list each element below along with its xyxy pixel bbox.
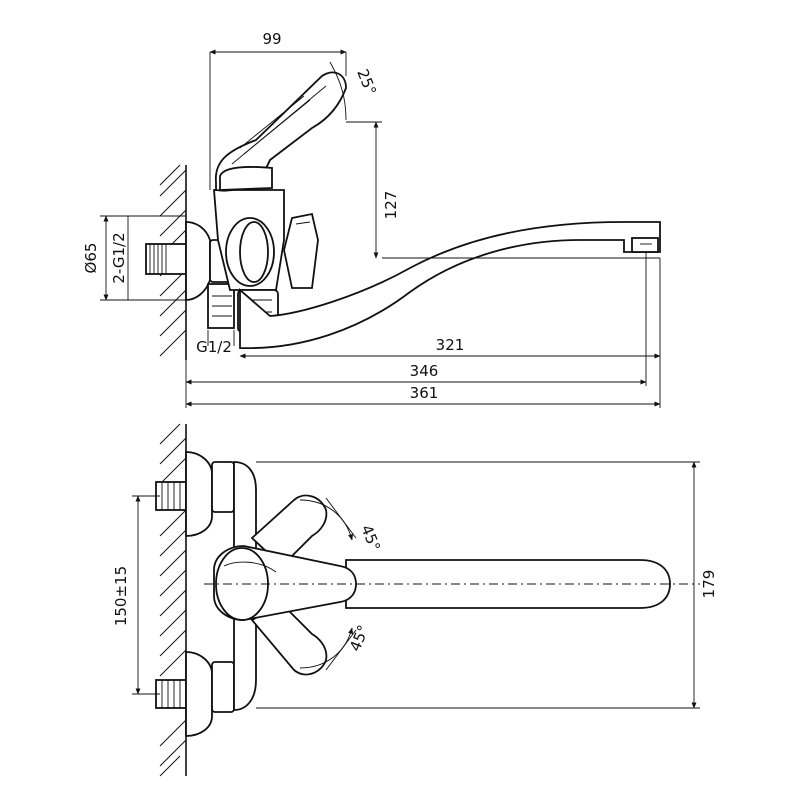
lever-position-lower [250, 602, 328, 676]
dim-label-45deg-lower: 45° [346, 622, 373, 653]
label-thread-pair-text: 2-G1/2 [110, 232, 128, 283]
dim-label-321: 321 [436, 336, 465, 354]
dim-label-346: 346 [410, 362, 439, 380]
dim-label-diameter-65: Ø65 [82, 243, 100, 274]
dim-label-25deg: 25° [353, 66, 380, 97]
top-view: 45° 45° 150±15 179 [112, 423, 718, 777]
dim-179: 179 [256, 461, 718, 709]
inlet-upper-top [155, 451, 235, 537]
dim-321: 321 [239, 258, 661, 360]
lever-handle-side [215, 71, 347, 192]
dim-99: 99 [209, 30, 347, 190]
label-thread-pair: 2-G1/2 [110, 216, 129, 300]
dim-361: 361 [185, 360, 661, 408]
lever-position-upper [250, 494, 328, 568]
wall-top [159, 423, 187, 777]
dim-label-127: 127 [382, 191, 400, 220]
dim-label-99: 99 [262, 30, 281, 48]
label-thread-single-text: G1/2 [196, 338, 232, 356]
inlet-lower-top [155, 651, 235, 737]
dim-346: 346 [185, 252, 647, 408]
dim-127: 127 [346, 121, 660, 259]
dim-label-179: 179 [700, 570, 718, 599]
inlet-pipe-side [145, 243, 187, 275]
dim-label-45deg-upper: 45° [357, 522, 384, 553]
label-thread-single: G1/2 [196, 330, 235, 356]
dim-150: 150±15 [112, 495, 160, 695]
dim-diameter-65: Ø65 [82, 215, 186, 301]
side-view: 99 25° 127 Ø65 2-G1/2 [82, 30, 661, 408]
escutcheon-side [185, 221, 211, 301]
dim-label-361: 361 [410, 384, 439, 402]
dim-label-150: 150±15 [112, 566, 130, 626]
